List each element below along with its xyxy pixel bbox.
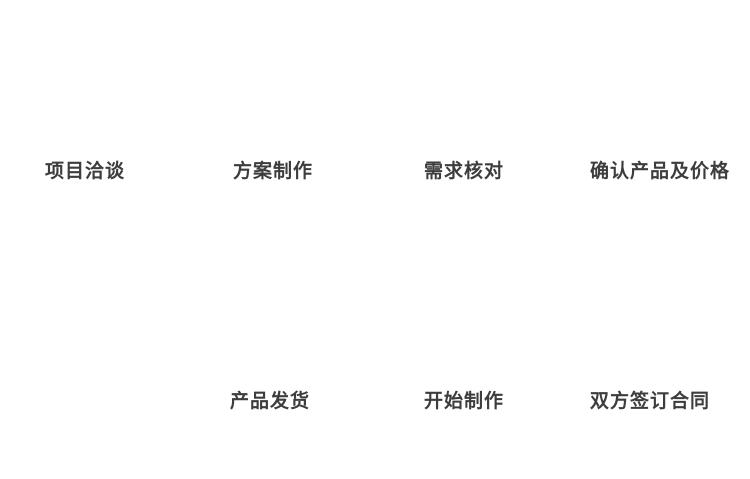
step-label-sign-contract: 双方签订合同 bbox=[590, 390, 711, 412]
step-label-start-production: 开始制作 bbox=[424, 390, 505, 412]
step-label-confirm-product-price: 确认产品及价格 bbox=[590, 160, 731, 182]
step-label-project-negotiation: 项目洽谈 bbox=[45, 160, 126, 182]
step-label-product-shipping: 产品发货 bbox=[230, 390, 311, 412]
step-label-proposal-creation: 方案制作 bbox=[233, 160, 314, 182]
step-label-requirements-check: 需求核对 bbox=[424, 160, 505, 182]
